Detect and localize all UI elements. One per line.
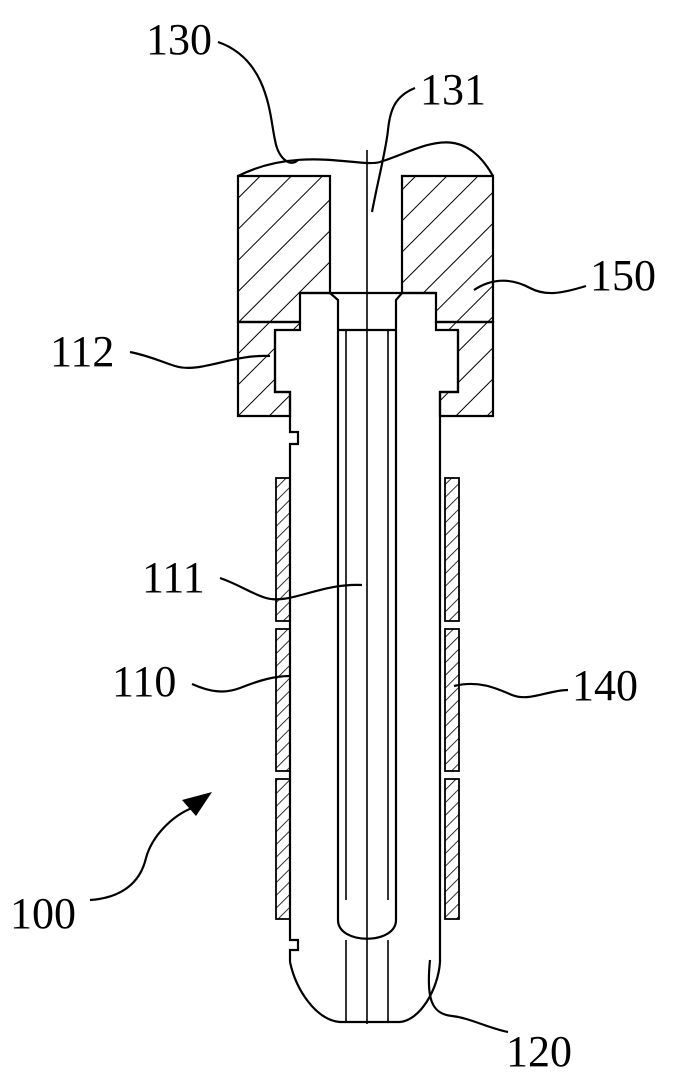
sleeve-150 [236, 320, 495, 418]
leader-131 [370, 86, 416, 213]
label-150: 150 [590, 251, 656, 300]
leader-100 [89, 806, 193, 902]
label-110: 110 [112, 657, 176, 706]
label-111: 111 [142, 553, 205, 602]
leader-150 [473, 279, 587, 295]
cap-130 [236, 174, 495, 324]
label-120: 120 [506, 1027, 572, 1076]
label-130: 130 [146, 15, 212, 64]
label-112: 112 [50, 327, 114, 376]
label-140: 140 [572, 661, 638, 710]
reference-labels: 130 131 150 112 111 110 140 100 120 [10, 15, 656, 1076]
arrow-100 [182, 792, 212, 816]
body-110 [273, 291, 460, 1024]
bore-111 [336, 330, 398, 1022]
leader-110 [191, 674, 291, 693]
label-100: 100 [10, 889, 76, 938]
leader-130 [217, 40, 299, 164]
leader-lines [89, 40, 587, 1034]
label-131: 131 [420, 65, 486, 114]
cap-arc-130 [237, 141, 494, 177]
heating-strips-140 [275, 477, 460, 920]
leader-112 [129, 350, 271, 369]
leader-140 [453, 682, 569, 699]
leader-120 [427, 959, 509, 1034]
leader-111 [219, 576, 363, 601]
